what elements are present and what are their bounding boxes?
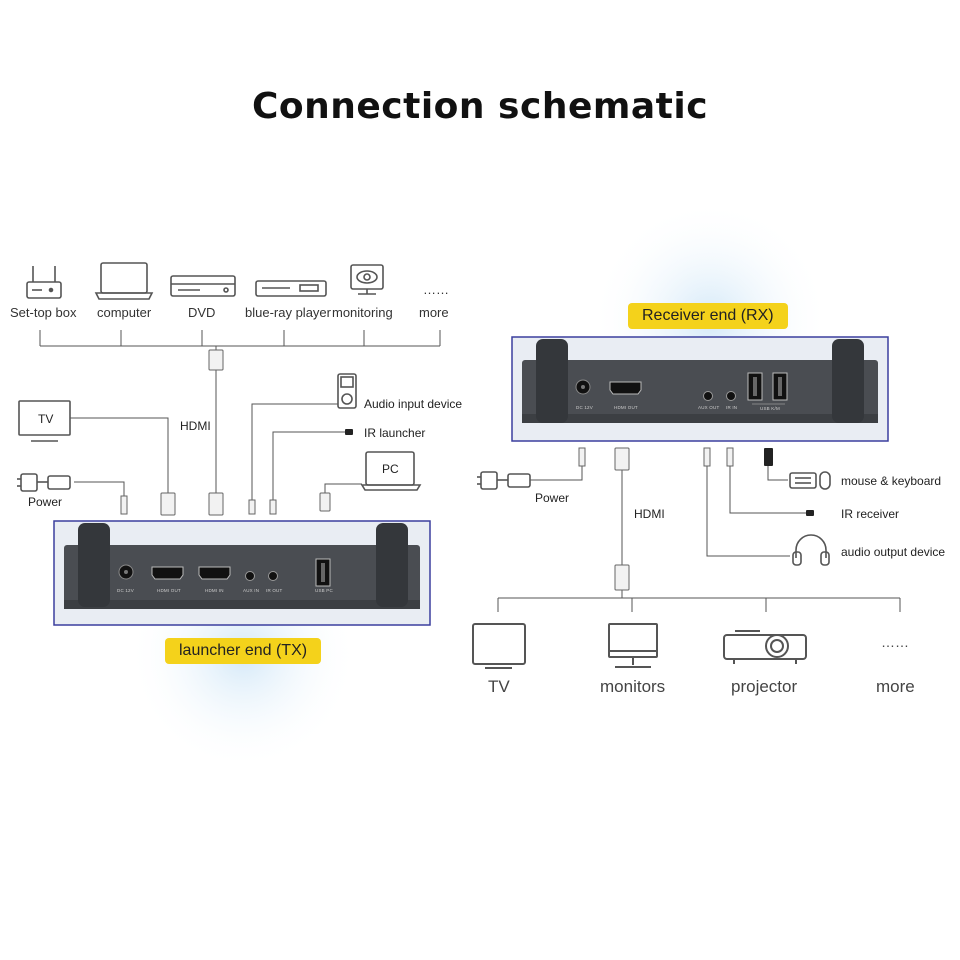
ir-launcher-label: IR launcher [364, 426, 426, 440]
rx-power-label: Power [535, 491, 570, 505]
tx-port-usb-pc: USB PC [315, 588, 333, 593]
rx-hdmi-label: HDMI [634, 507, 665, 521]
rx-port-dc: DC 12V [576, 405, 593, 410]
rx-badge: Receiver end (RX) [628, 303, 788, 329]
bluray-player-icon [255, 280, 327, 297]
audio-input-label: Audio input device [364, 397, 463, 411]
tx-port-aux-in: AUX IN [243, 588, 260, 593]
source-label-monitoring: monitoring [332, 305, 393, 320]
tx-hdmi-label: HDMI [180, 419, 211, 433]
audio-output-label: audio output device [841, 545, 946, 559]
tx-port-ir-out: IR OUT [266, 588, 283, 593]
rx-port-aux-out: AUX OUT [698, 405, 720, 410]
tx-device [53, 520, 431, 626]
tx-badge: launcher end (TX) [165, 638, 322, 664]
tx-tv-label: TV [38, 412, 54, 426]
music-player-icon [337, 373, 357, 409]
page-title: Connection schematic [251, 86, 709, 127]
output-ellipsis-icon: …… [881, 634, 909, 650]
rx-device [511, 336, 889, 442]
pc-label: PC [382, 462, 399, 476]
tx-port-dc: DC 12V [117, 588, 134, 593]
ir-receiver-label: IR receiver [841, 507, 900, 521]
output-label-projector: projector [731, 677, 798, 696]
pc-laptop-icon [360, 451, 422, 491]
source-label-computer: computer [97, 305, 152, 320]
tx-port-hdmi-out: HDMI OUT [157, 588, 181, 593]
tv-icon [18, 400, 71, 442]
rx-port-hdmi-out: HDMI OUT [614, 405, 638, 410]
source-label-settop: Set-top box [10, 305, 77, 320]
rx-port-ir-in: IR IN [726, 405, 738, 410]
output-label-tv: TV [488, 677, 510, 696]
output-tv-icon [472, 623, 526, 669]
headphones-icon [792, 534, 830, 566]
power-plug-icon [17, 473, 71, 492]
rx-port-usb-km: USB K/M [760, 406, 780, 411]
output-label-monitors: monitors [600, 677, 666, 696]
keyboard-mouse-icon [789, 471, 831, 490]
laptop-icon [94, 262, 154, 300]
source-label-more: more [419, 305, 449, 320]
output-label-more: more [876, 677, 915, 696]
tx-power-label: Power [28, 495, 63, 509]
router-icon [26, 266, 62, 299]
source-label-dvd: DVD [188, 305, 216, 320]
dvd-player-icon [170, 275, 236, 297]
tx-port-hdmi-in: HDMI IN [205, 588, 224, 593]
camera-monitor-icon [350, 264, 384, 295]
rx-power-plug-icon [477, 471, 531, 490]
output-projector-icon [723, 630, 807, 664]
output-monitor-icon [608, 623, 658, 668]
source-label-bluray: blue-ray player [245, 305, 331, 320]
mouse-keyboard-label: mouse & keyboard [841, 474, 942, 488]
ellipsis-icon: …… [423, 282, 449, 297]
